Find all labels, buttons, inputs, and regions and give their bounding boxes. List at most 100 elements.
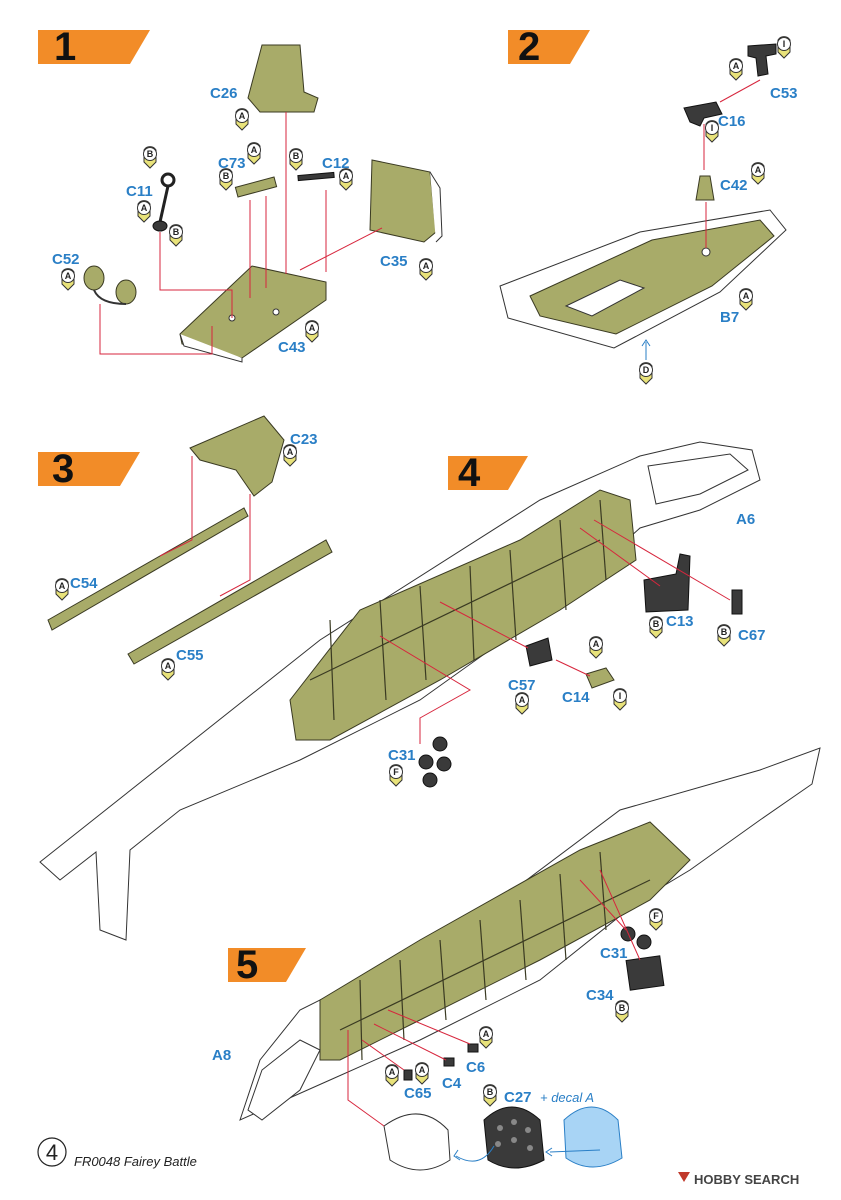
part-c16 (683, 101, 723, 127)
label-c27: C27 (504, 1089, 532, 1106)
blue-arrow-icon (549, 1149, 601, 1153)
label-c43: C43 (278, 339, 306, 356)
label-c23: C23 (290, 431, 318, 448)
svg-text:A: A (743, 291, 750, 301)
label-c55: C55 (176, 647, 204, 664)
svg-text:I: I (783, 39, 786, 49)
svg-text:I: I (711, 123, 714, 133)
label-c52: C52 (52, 251, 80, 268)
panel-dials (495, 1119, 533, 1151)
svg-text:A: A (65, 271, 72, 281)
svg-text:B: B (223, 171, 230, 181)
decal-panel (563, 1106, 623, 1168)
page-number: 4 (46, 1140, 58, 1165)
sprue-tag-icon: B (169, 224, 183, 247)
sprue-tag-icon: D (639, 362, 653, 385)
svg-text:A: A (593, 639, 600, 649)
sprue-tag-icon: A (55, 578, 69, 601)
svg-text:B: B (721, 627, 728, 637)
footer-title: FR0048 Fairey Battle (74, 1154, 197, 1169)
label-c53: C53 (770, 85, 798, 102)
part-c67 (731, 589, 743, 615)
seat-c26 (247, 44, 319, 113)
svg-text:3: 3 (52, 447, 74, 491)
sprue-tag-icon: B (717, 624, 731, 647)
label-c54: C54 (70, 575, 98, 592)
label-c4: C4 (442, 1075, 462, 1092)
sprue-tag-icon: A (235, 108, 249, 131)
blue-arrow-icon (455, 1145, 495, 1162)
svg-text:A: A (239, 111, 246, 121)
sprue-tag-icon: A (479, 1026, 493, 1049)
label-c67: C67 (738, 627, 766, 644)
sprue-tag-icon: B (143, 146, 157, 169)
sprue-tag-icon: F (389, 764, 403, 787)
svg-text:2: 2 (518, 25, 540, 69)
part-c65 (403, 1069, 413, 1081)
footer: 4 FR0048 Fairey Battle (37, 1137, 197, 1169)
svg-text:B: B (487, 1087, 494, 1097)
decal-note: + decal A (540, 1090, 594, 1105)
label-c13: C13 (666, 613, 694, 630)
svg-text:5: 5 (236, 943, 258, 987)
sprue-tag-icon: A (247, 142, 261, 165)
part-c43 (179, 265, 327, 359)
sprue-tag-icon: A (137, 200, 151, 223)
svg-text:B: B (173, 227, 180, 237)
watermark: HOBBY SEARCH (678, 1172, 799, 1187)
sprue-tag-icon: B (649, 616, 663, 639)
svg-text:A: A (343, 171, 350, 181)
svg-text:A: A (755, 165, 762, 175)
step-1-badge: 1 (38, 25, 150, 69)
step-2-badge: 2 (508, 25, 590, 69)
part-c11 (152, 172, 176, 232)
svg-text:B: B (293, 151, 300, 161)
svg-text:A: A (419, 1065, 426, 1075)
sprue-tag-icon: A (739, 288, 753, 311)
svg-text:B: B (619, 1003, 626, 1013)
label-c65: C65 (404, 1085, 432, 1102)
hobbysearch-logo-icon (678, 1172, 690, 1182)
sprue-tag-icon: A (415, 1062, 429, 1085)
part-c6 (467, 1043, 479, 1053)
part-c35 (369, 159, 437, 243)
step-5: 5 A8 C31 F C34 B C6 A C4 A (212, 747, 821, 1171)
part-c4 (443, 1057, 455, 1067)
label-c73: C73 (218, 155, 246, 172)
svg-text:A: A (165, 661, 172, 671)
svg-text:1: 1 (54, 25, 76, 69)
part-c52 (83, 265, 137, 305)
svg-text:I: I (619, 691, 622, 701)
label-c11: C11 (126, 183, 153, 200)
step-4-badge: 4 (448, 451, 528, 495)
step-3-badge: 3 (38, 447, 140, 491)
svg-text:A: A (423, 261, 430, 271)
svg-text:A: A (251, 145, 258, 155)
sprue-tag-icon: A (419, 258, 433, 281)
label-c35: C35 (380, 253, 408, 270)
label-a6: A6 (736, 511, 755, 528)
part-c73 (234, 176, 278, 198)
svg-text:A: A (483, 1029, 490, 1039)
label-c31: C31 (388, 747, 416, 764)
sprue-tag-icon: A (751, 162, 765, 185)
label-c12: C12 (322, 155, 350, 172)
svg-text:F: F (653, 911, 659, 921)
svg-text:A: A (287, 447, 294, 457)
part-c53 (747, 43, 777, 77)
step-1: 1 C26 A C73 A B C12 B A C11 B A B C35 A (38, 25, 443, 363)
sprue-tag-icon: A (385, 1064, 399, 1087)
sprue-tag-icon: F (649, 908, 663, 931)
label-c14: C14 (562, 689, 590, 706)
label-c16: C16 (718, 113, 746, 130)
label-c6: C6 (466, 1059, 485, 1076)
step-4: 4 A6 C13 B C67 B C57 A C14 A I (39, 441, 766, 941)
sprue-tag-icon: B (483, 1084, 497, 1107)
label-a8: A8 (212, 1047, 231, 1064)
label-c31-step5: C31 (600, 945, 628, 962)
sprue-tag-icon: A (589, 636, 603, 659)
sprue-tag-icon: A (339, 168, 353, 191)
part-c31-wheels (418, 736, 452, 788)
label-b7: B7 (720, 309, 739, 326)
